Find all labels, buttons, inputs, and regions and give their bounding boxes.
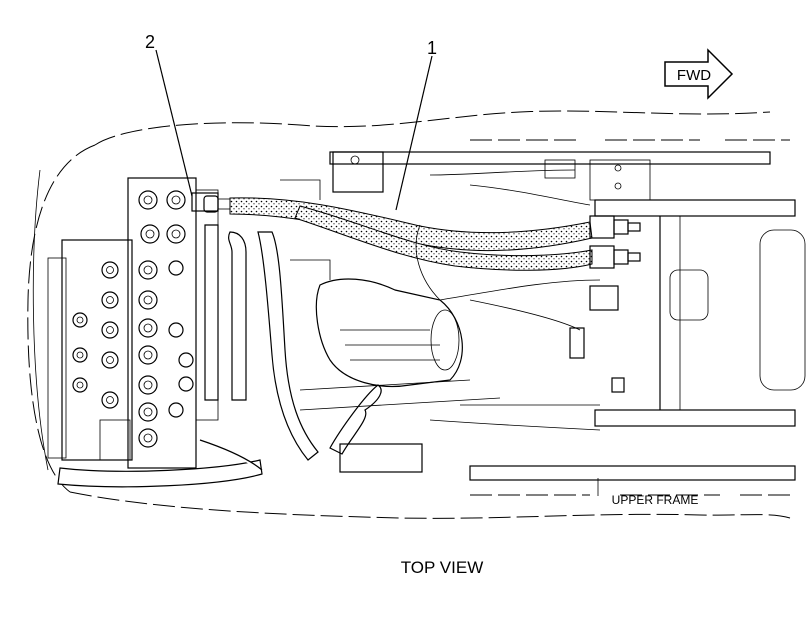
- control-valve-stack: [47, 177, 219, 469]
- callout-2: 2: [145, 32, 155, 52]
- machine-outline: [27, 110, 791, 519]
- callout-1: 1: [427, 38, 437, 58]
- valve-hoses: [57, 224, 382, 488]
- pump-assembly: [280, 151, 651, 473]
- view-label: TOP VIEW: [401, 558, 484, 577]
- callout-leaders: [155, 49, 599, 496]
- forward-arrow-icon: [664, 48, 734, 100]
- hose-harness-1: [229, 197, 593, 271]
- harness-end-fittings: [569, 215, 641, 393]
- direction-label: FWD: [677, 67, 711, 84]
- upper-frame-label: UPPER FRAME: [612, 493, 699, 507]
- upper-frame-rails: [329, 139, 806, 496]
